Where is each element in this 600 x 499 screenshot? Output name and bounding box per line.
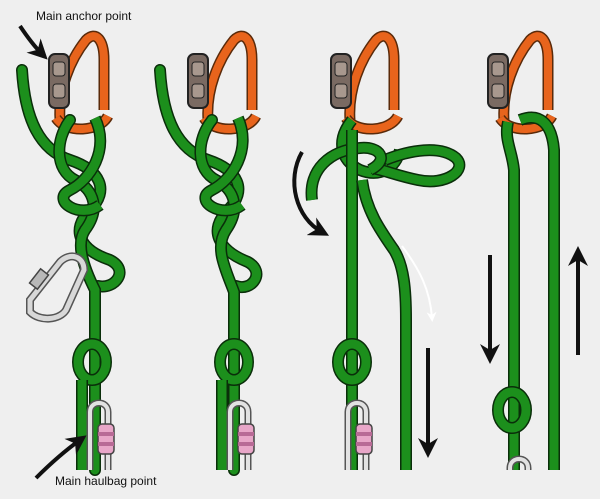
haulbag-carabiner-icon	[226, 399, 255, 470]
connector-icon	[187, 53, 209, 109]
rope-strand-icon	[500, 111, 560, 470]
connector-icon	[48, 53, 70, 109]
overhand-backup-icon	[332, 338, 372, 386]
panel-1	[16, 30, 126, 476]
panel-2	[154, 30, 263, 476]
haulbag-carabiner-icon	[86, 399, 115, 470]
haulbag-carabiner-icon	[344, 399, 373, 470]
haulbag-pointer-arrow-icon	[34, 435, 87, 480]
connector-icon	[330, 53, 352, 109]
pull-arrow-icon	[292, 151, 330, 236]
release-arrow-icon	[401, 245, 437, 322]
overhand-backup-icon	[214, 338, 254, 470]
overhand-backup-icon	[492, 386, 532, 434]
panel-4	[480, 30, 588, 470]
munter-mule-knot-icon	[154, 64, 263, 476]
anchor-label: Main anchor point	[36, 9, 132, 23]
connector-icon	[487, 53, 509, 109]
haulbag-carabiner-icon	[506, 455, 532, 470]
panel-3	[292, 30, 466, 470]
munter-hitch-icon	[305, 116, 466, 470]
anchor-carabiner-icon	[341, 30, 403, 135]
haulbag-label: Main haulbag point	[55, 474, 157, 488]
anchor-pointer-arrow-icon	[18, 24, 48, 60]
locking-carabiner-icon	[26, 252, 89, 323]
